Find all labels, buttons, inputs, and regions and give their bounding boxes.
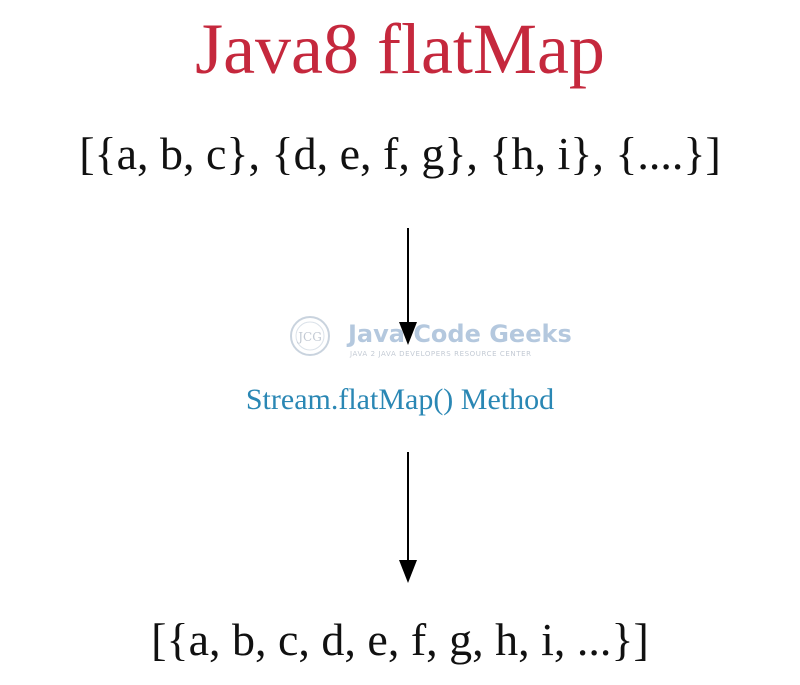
watermark-tagline: JAVA 2 JAVA DEVELOPERS RESOURCE CENTER: [350, 350, 532, 358]
watermark: JCG Java Code Geeks JAVA 2 JAVA DEVELOPE…: [288, 310, 572, 366]
down-arrow-bottom: [399, 452, 417, 583]
input-nested-list: [{a, b, c}, {d, e, f, g}, {h, i}, {....}…: [79, 128, 721, 179]
watermark-brand: Java Code Geeks: [348, 320, 572, 348]
down-arrow-top: [399, 228, 417, 345]
output-flat-list: [{a, b, c, d, e, f, g, h, i, ...}]: [151, 614, 649, 665]
jcg-logo-icon: JCG: [290, 316, 330, 356]
svg-text:JCG: JCG: [296, 330, 322, 344]
method-label: Stream.flatMap() Method: [245, 383, 555, 416]
diagram-title: Java8 flatMap: [195, 9, 605, 89]
